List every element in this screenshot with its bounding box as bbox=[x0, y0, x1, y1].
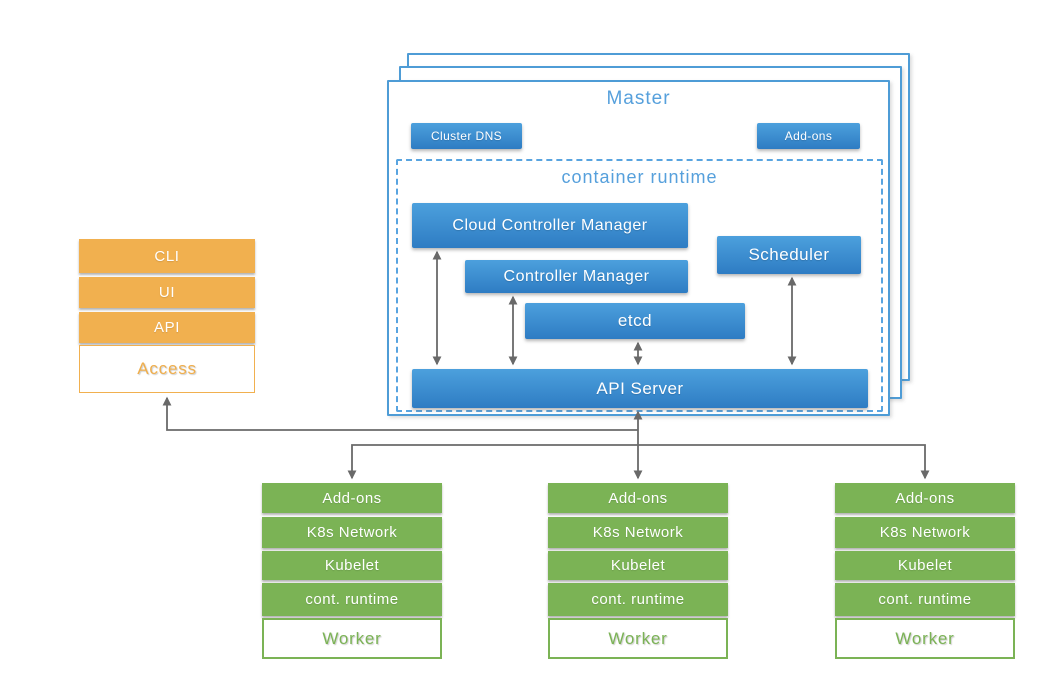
access-bar-api: API bbox=[79, 312, 255, 343]
worker1-bar-addons: Add-ons bbox=[262, 483, 442, 513]
component-api-server: API Server bbox=[412, 369, 868, 408]
arrow-apiserver-worker1-worker3 bbox=[347, 444, 930, 480]
component-scheduler: Scheduler bbox=[717, 236, 861, 274]
master-addons-badge: Add-ons bbox=[757, 123, 860, 149]
component-cloud-controller-manager: Cloud Controller Manager bbox=[412, 203, 688, 248]
worker3-bar-addons: Add-ons bbox=[835, 483, 1015, 513]
worker2-label: Worker bbox=[548, 618, 728, 659]
worker2-bar-addons: Add-ons bbox=[548, 483, 728, 513]
worker1-bar-kubelet: Kubelet bbox=[262, 551, 442, 580]
worker2-bar-cont-runtime: cont. runtime bbox=[548, 583, 728, 616]
worker1-bar-cont-runtime: cont. runtime bbox=[262, 583, 442, 616]
component-etcd: etcd bbox=[525, 303, 745, 339]
worker1-label: Worker bbox=[262, 618, 442, 659]
worker3-label: Worker bbox=[835, 618, 1015, 659]
worker3-bar-k8s-network: K8s Network bbox=[835, 517, 1015, 548]
worker3-bar-kubelet: Kubelet bbox=[835, 551, 1015, 580]
master-title: Master bbox=[606, 88, 671, 109]
container-runtime-label: container runtime bbox=[561, 167, 718, 187]
component-controller-manager: Controller Manager bbox=[465, 260, 688, 293]
worker2-bar-k8s-network: K8s Network bbox=[548, 517, 728, 548]
cluster-dns-badge: Cluster DNS bbox=[411, 123, 522, 149]
worker1-bar-k8s-network: K8s Network bbox=[262, 517, 442, 548]
access-label: Access bbox=[79, 345, 255, 393]
access-bar-cli: CLI bbox=[79, 239, 255, 273]
access-bar-ui: UI bbox=[79, 277, 255, 308]
worker3-bar-cont-runtime: cont. runtime bbox=[835, 583, 1015, 616]
worker2-bar-kubelet: Kubelet bbox=[548, 551, 728, 580]
